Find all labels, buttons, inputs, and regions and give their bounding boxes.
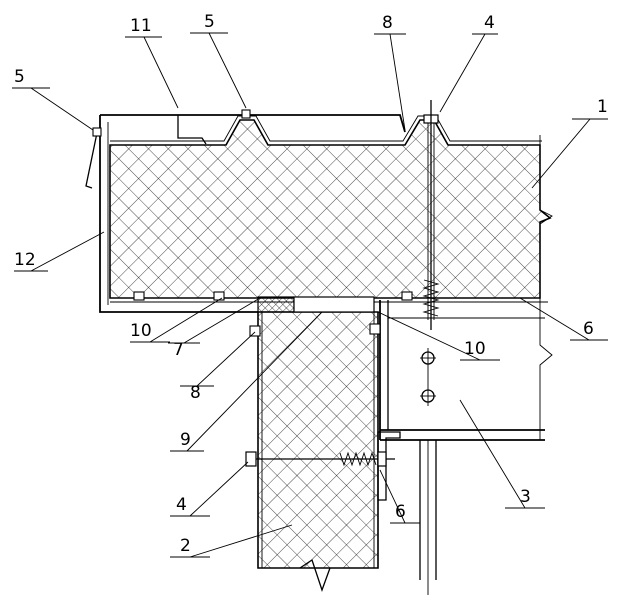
fasteners [92, 109, 413, 337]
wall-panel [257, 311, 379, 592]
gap-filler [293, 296, 375, 313]
callout-5-top: 5 [204, 12, 215, 32]
callout-10-left: 10 [130, 321, 152, 341]
callout-8-top: 8 [382, 13, 393, 33]
steel-beam [377, 300, 545, 595]
leader-lines [12, 32, 608, 558]
callout-6-bottom: 6 [395, 502, 406, 522]
callout-3: 3 [520, 487, 531, 507]
callout-labels: 1 2 3 4 4 5 5 6 6 7 8 8 9 10 10 11 12 [14, 12, 608, 556]
foam-seal-strip [257, 296, 295, 313]
callout-7: 7 [173, 340, 184, 360]
callout-12: 12 [14, 250, 36, 270]
callout-4-bottom: 4 [176, 495, 187, 515]
vertical-through-bolt [422, 100, 440, 330]
callout-1: 1 [597, 97, 608, 117]
callout-8-left: 8 [190, 383, 201, 403]
horizontal-through-bolt [245, 451, 395, 467]
eave-flashing [85, 114, 406, 313]
callout-6-right: 6 [583, 319, 594, 339]
roof-panel [109, 115, 553, 440]
callout-5-left: 5 [14, 67, 25, 87]
callout-9: 9 [180, 430, 191, 450]
callout-4-top: 4 [484, 13, 495, 33]
callout-11: 11 [130, 16, 152, 36]
callout-10-right: 10 [464, 339, 486, 359]
callout-2: 2 [180, 536, 191, 556]
